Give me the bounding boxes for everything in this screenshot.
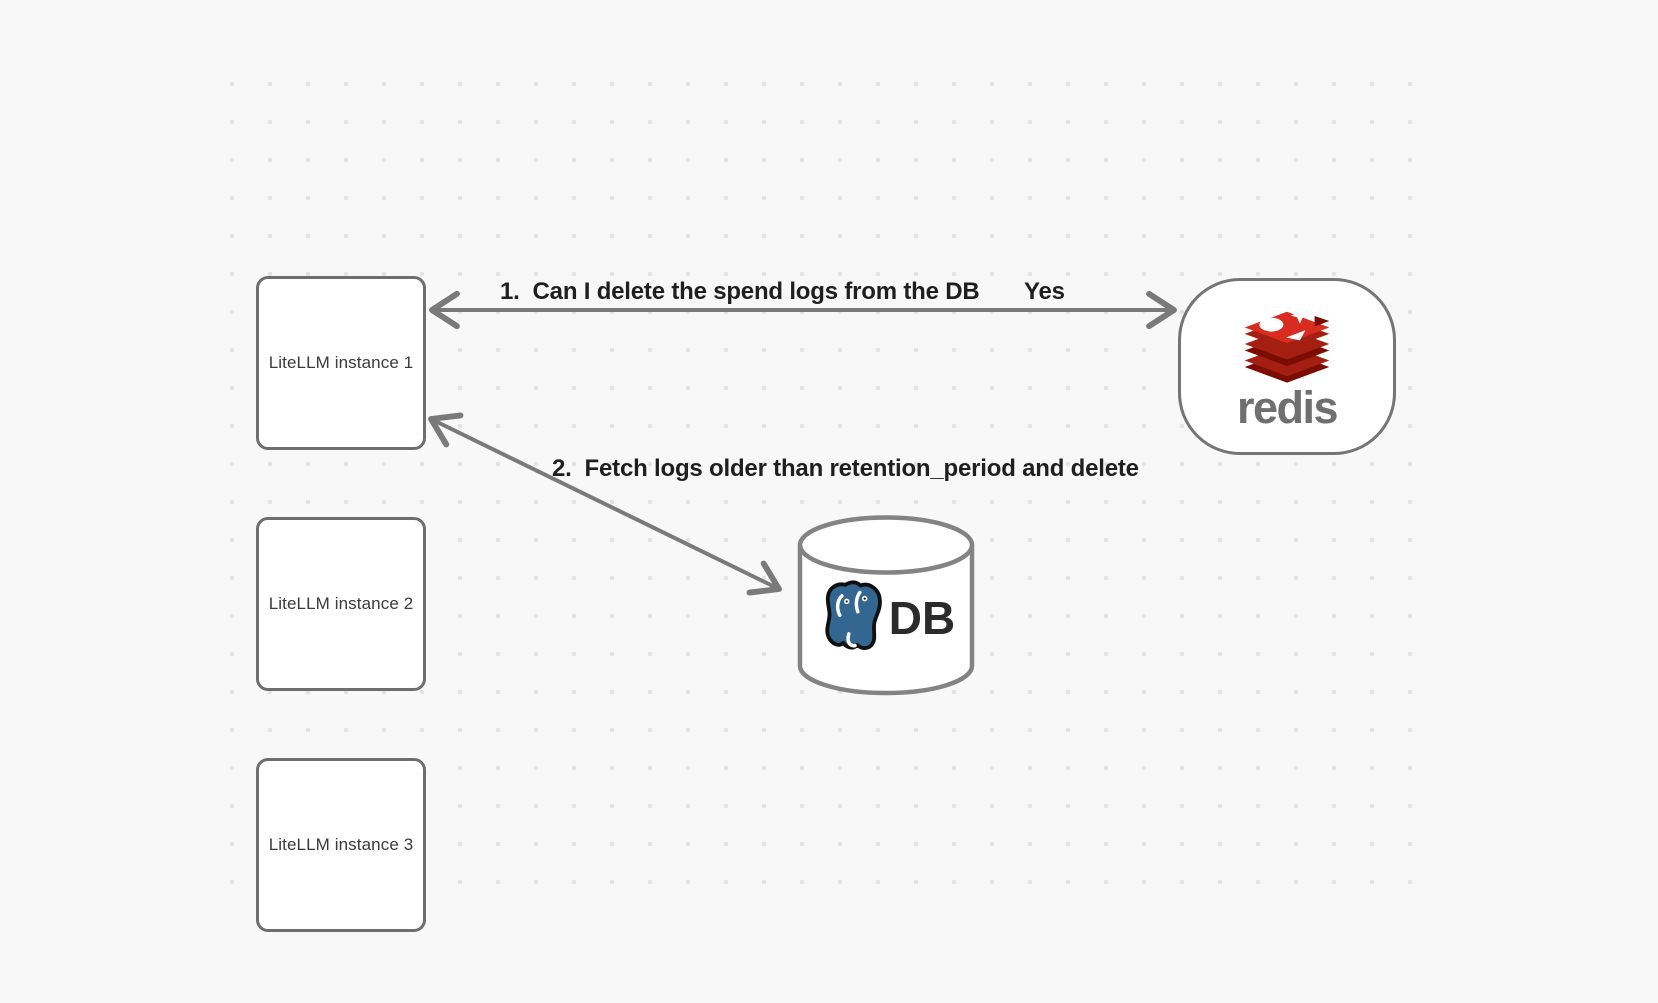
arrow-2-label[interactable]: 2. Fetch logs older than retention_perio… [552, 455, 1139, 482]
arrow-1-label[interactable]: 1. Can I delete the spend logs from the … [500, 278, 980, 305]
litellm-instance-1-box[interactable]: LiteLLM instance 1 [256, 276, 426, 450]
litellm-instance-3-box[interactable]: LiteLLM instance 3 [256, 758, 426, 932]
redis-wordmark: redis [1236, 381, 1339, 433]
db-cylinder-shape [797, 515, 975, 696]
arrow-instance1-db[interactable] [428, 412, 782, 596]
db-cylinder-node[interactable]: DB [797, 514, 975, 698]
db-label: DB [888, 592, 956, 644]
litellm-instance-2-box[interactable]: LiteLLM instance 2 [256, 517, 426, 691]
redis-logo-icon [1244, 306, 1330, 383]
litellm-instance-1-label: LiteLLM instance 1 [268, 353, 414, 372]
postgresql-logo-icon [825, 580, 882, 650]
litellm-instance-2-label: LiteLLM instance 2 [268, 594, 414, 613]
dot-grid-background [214, 64, 1414, 896]
litellm-instance-3-label: LiteLLM instance 3 [268, 835, 414, 854]
arrow-1-response-label[interactable]: Yes [1024, 278, 1065, 305]
redis-node[interactable]: redis [1178, 278, 1396, 455]
